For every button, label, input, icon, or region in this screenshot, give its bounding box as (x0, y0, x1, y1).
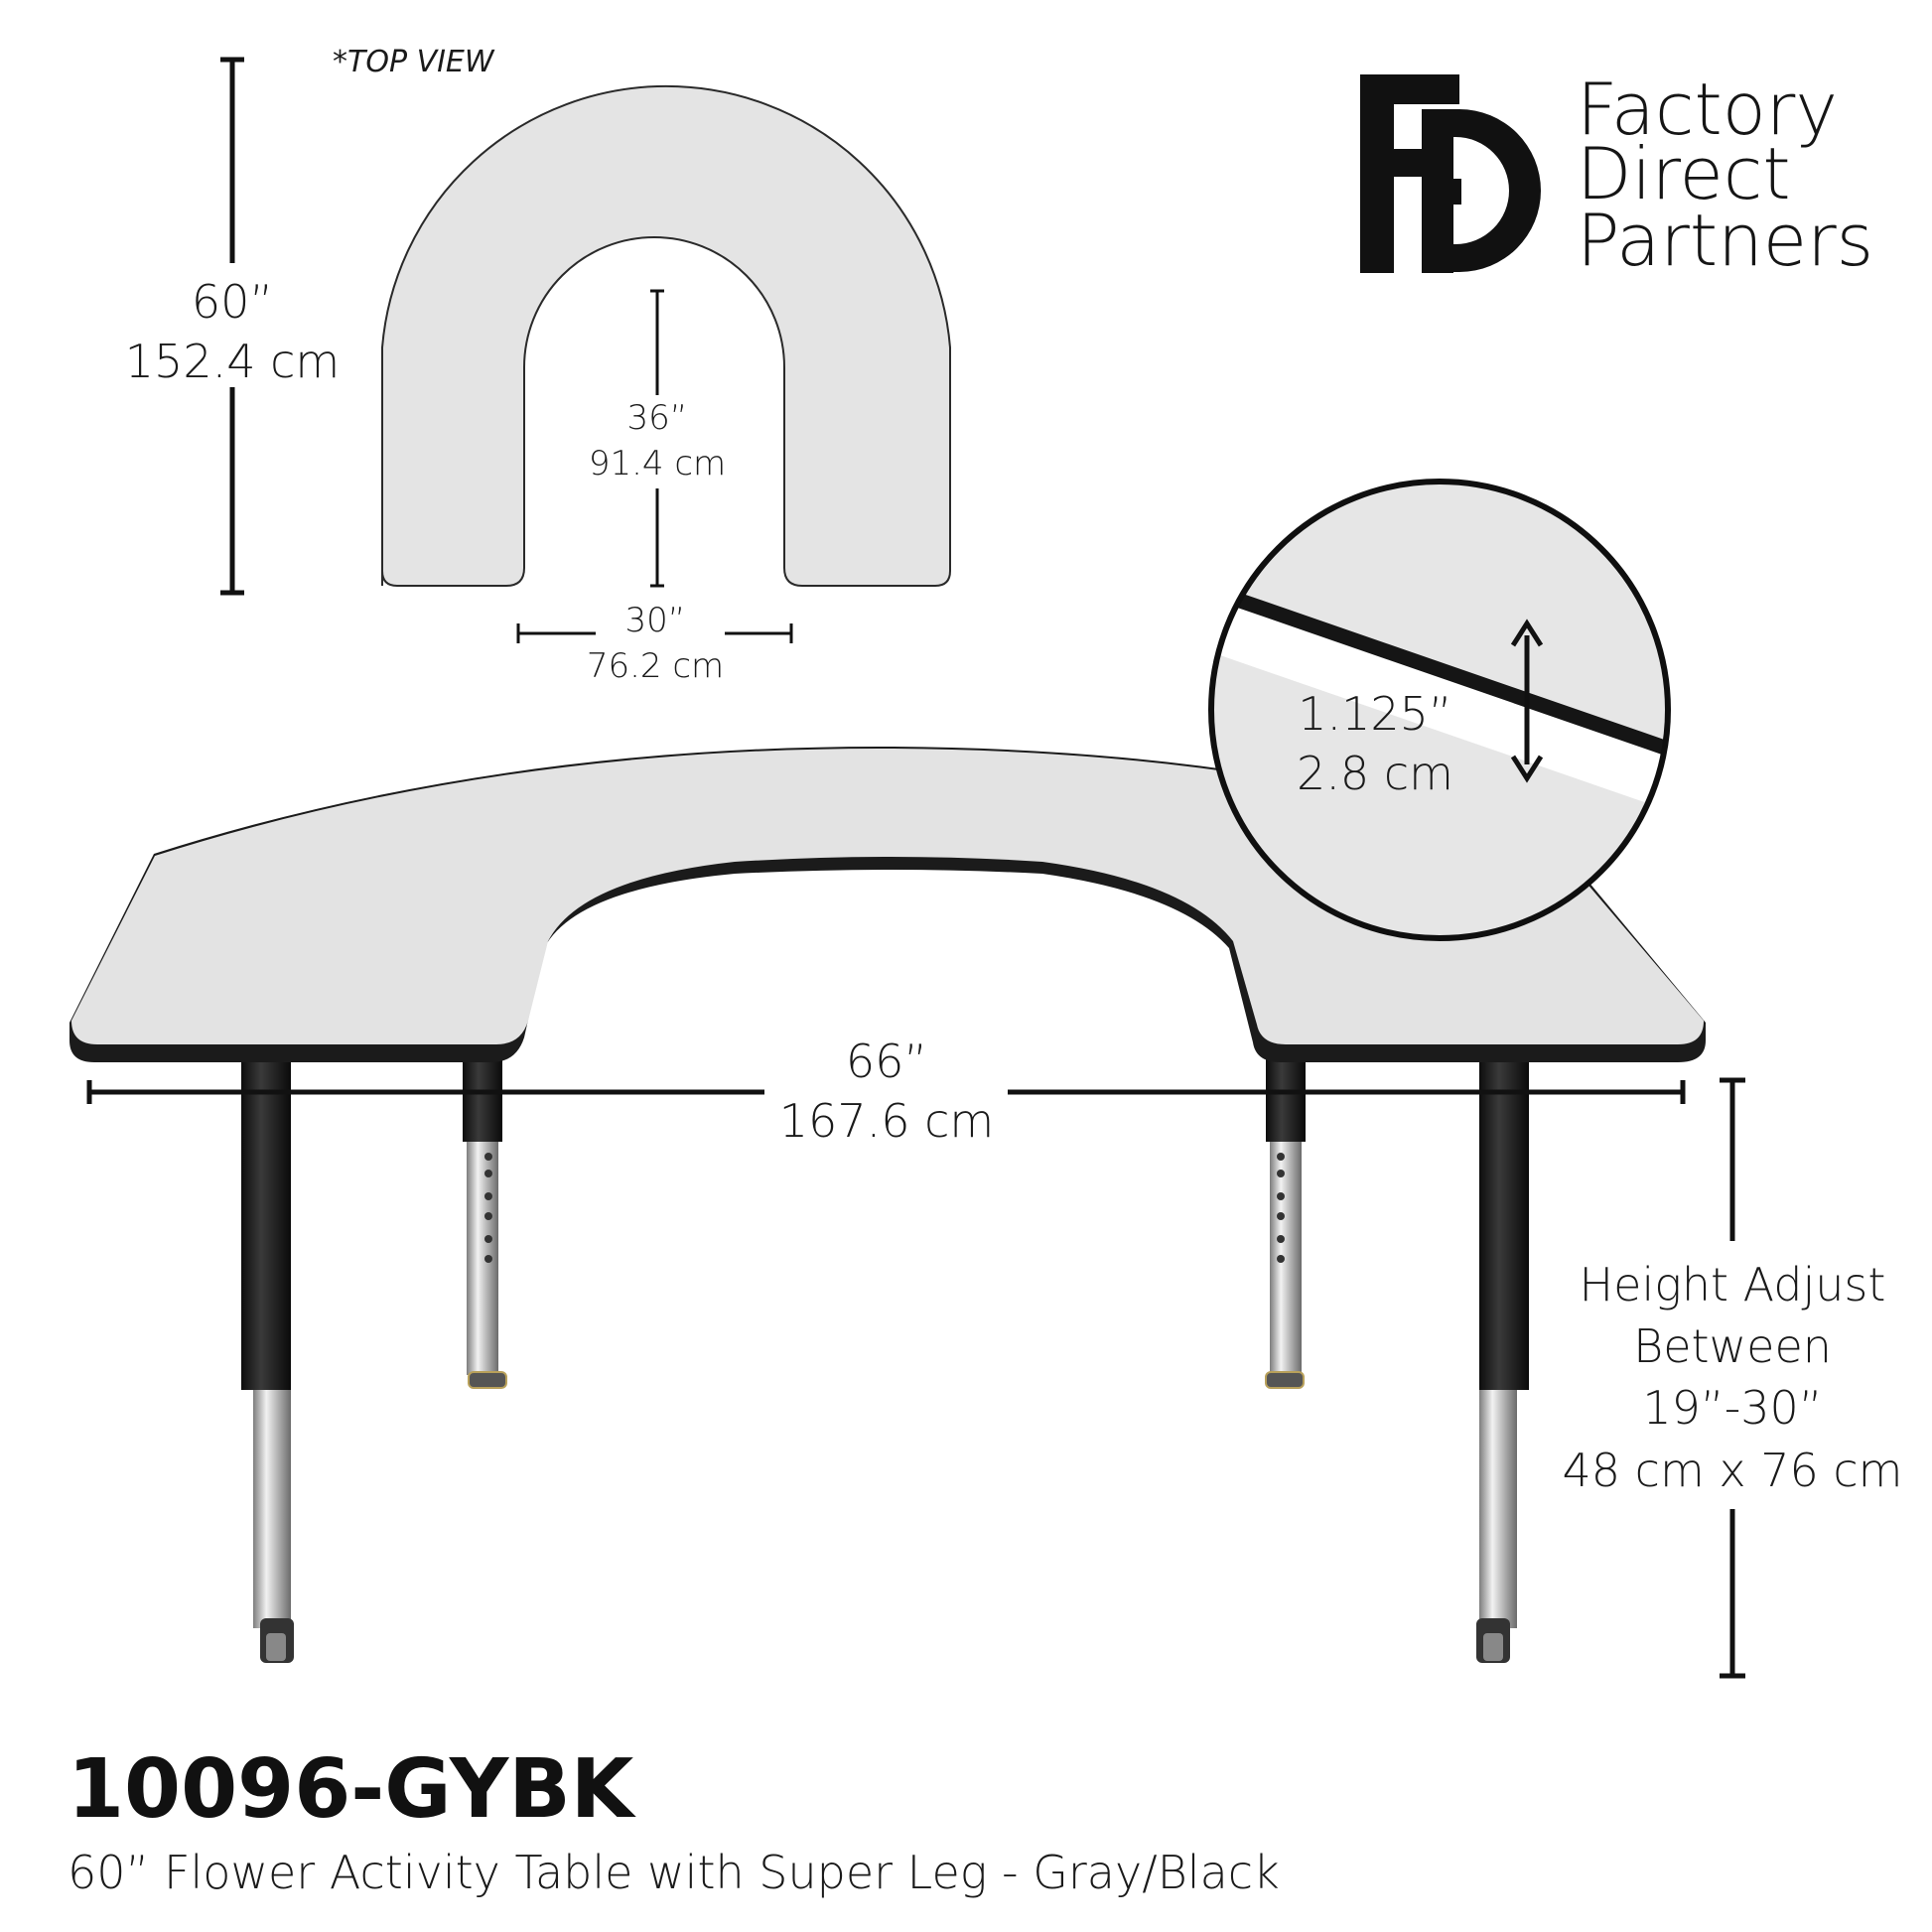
height-adjust-line-1: Height Adjust (1580, 1258, 1886, 1311)
overall-width-dimension: 66” 167.6 cm (86, 1035, 1686, 1148)
brand-line-2: Direct (1577, 132, 1791, 215)
product-description: 60” Flower Activity Table with Super Leg… (68, 1846, 1280, 1899)
overall-depth-cm: 152.4 cm (125, 335, 340, 388)
thickness-cm: 2.8 cm (1297, 747, 1453, 800)
overall-width-cm: 167.6 cm (779, 1094, 994, 1148)
brand-line-3: Partners (1577, 199, 1873, 282)
cutout-width-dimension: 30” 76.2 cm (516, 601, 793, 686)
front-right-leg (1476, 1052, 1529, 1663)
top-view-note: *TOP VIEW (333, 45, 495, 79)
cutout-width-in: 30” (625, 601, 686, 640)
height-adjust-line-2: Between (1633, 1319, 1832, 1373)
front-left-leg (241, 1052, 294, 1663)
height-adjust-dimension: Height Adjust Between 19”-30” 48 cm x 76… (1563, 1077, 1903, 1679)
thickness-arrow (1510, 619, 1544, 783)
brand-logo: Factory Direct Partners (1360, 68, 1873, 282)
height-adjust-line-3: 19”-30” (1642, 1381, 1822, 1435)
product-sku: 10096-GYBK (68, 1742, 637, 1837)
height-adjust-line-4: 48 cm x 76 cm (1563, 1444, 1903, 1497)
fdp-monogram-icon (1360, 74, 1541, 273)
back-right-leg (1265, 1052, 1306, 1389)
back-left-leg (463, 1052, 507, 1389)
thickness-in: 1.125” (1298, 687, 1452, 741)
cutout-width-cm: 76.2 cm (587, 646, 724, 686)
product-info: 10096-GYBK 60” Flower Activity Table wit… (68, 1742, 1280, 1899)
overall-width-in: 66” (846, 1035, 927, 1088)
cutout-depth-dimension: 36” 91.4 cm (589, 289, 726, 588)
overall-depth-dimension: 60” 152.4 cm (125, 57, 340, 596)
overall-depth-in: 60” (192, 275, 273, 329)
top-view-outline (381, 85, 951, 587)
edge-thickness-callout: 1.125” 2.8 cm (1208, 479, 1671, 941)
cutout-depth-cm: 91.4 cm (589, 444, 726, 483)
top-view: *TOP VIEW 60” 152.4 cm 36” 91.4 cm 30” (125, 45, 951, 686)
cutout-depth-in: 36” (627, 398, 688, 438)
brand-line-1: Factory (1577, 68, 1838, 151)
